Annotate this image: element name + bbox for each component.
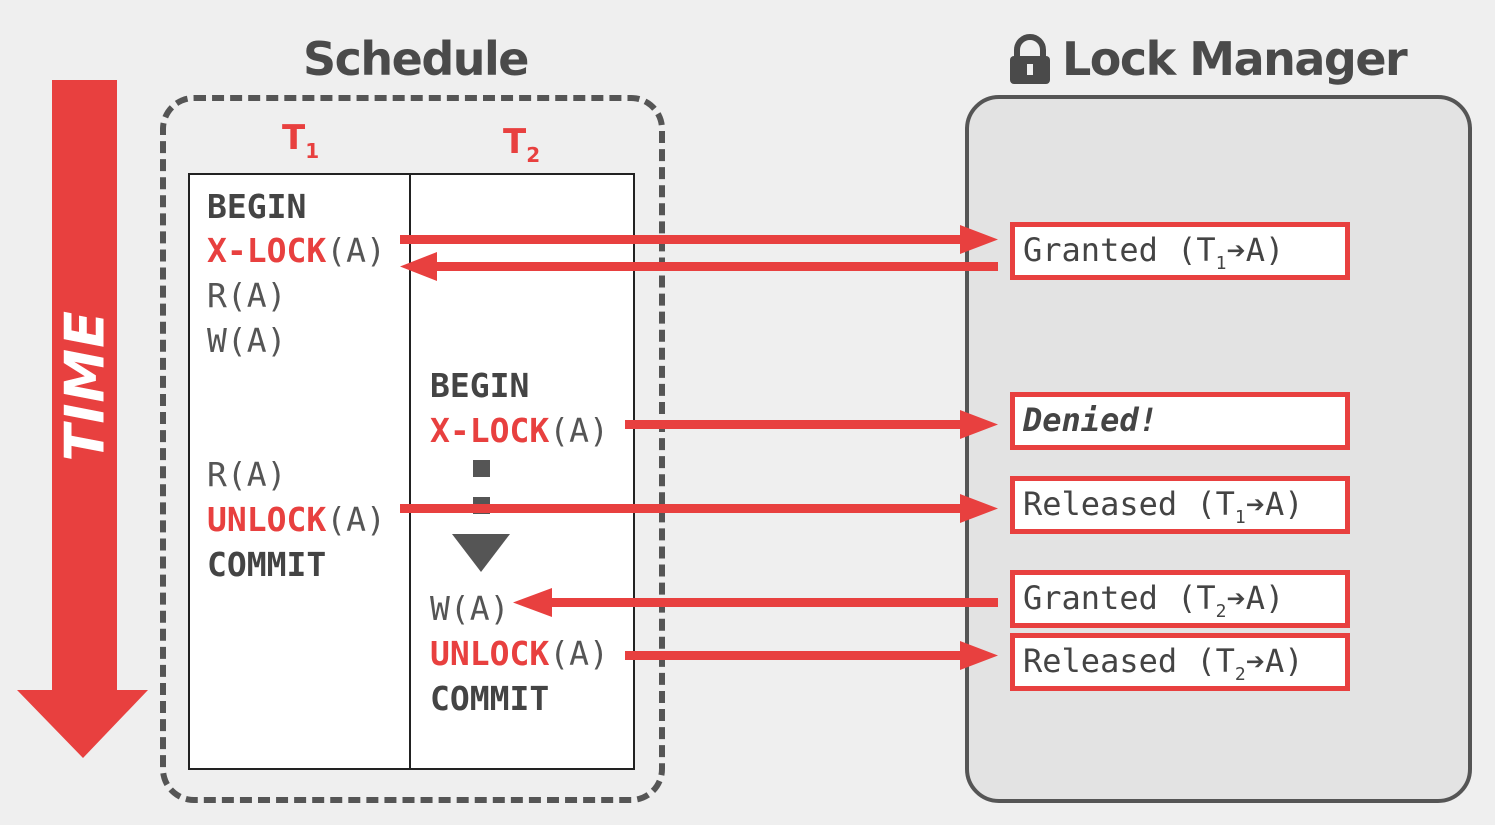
t2-begin: BEGIN — [430, 366, 530, 405]
schedule-title: Schedule — [303, 32, 530, 86]
t2-commit: COMMIT — [430, 679, 550, 718]
lock-msg-released-t2: Released (T2➔A) — [1010, 633, 1350, 691]
lock-msg-released-t1: Released (T1➔A) — [1010, 476, 1350, 534]
lock-manager-title: Lock Manager — [1062, 32, 1408, 86]
t1-commit: COMMIT — [207, 545, 327, 584]
schedule-column-divider — [409, 173, 411, 770]
t1-read-2: R(A) — [207, 455, 287, 494]
time-label: TIME — [53, 309, 117, 462]
arrow-t2-xlock-granted — [513, 588, 998, 617]
arrow-t2-xlock-request — [625, 410, 998, 439]
time-arrow — [17, 80, 148, 758]
t2-xlock: X-LOCK(A) — [430, 411, 609, 450]
t2-unlock: UNLOCK(A) — [430, 634, 609, 673]
t1-unlock: UNLOCK(A) — [207, 500, 386, 539]
t1-begin: BEGIN — [207, 187, 307, 226]
wait-indicator — [452, 460, 510, 572]
lock-icon — [1010, 34, 1050, 84]
schedule-table — [188, 173, 635, 770]
arrow-t1-unlock — [400, 494, 998, 523]
lock-msg-denied: Denied! — [1010, 392, 1350, 450]
t1-xlock: X-LOCK(A) — [207, 231, 386, 270]
schedule-container — [160, 95, 665, 803]
arrow-t1-xlock-granted — [400, 252, 998, 281]
t1-read-1: R(A) — [207, 276, 287, 315]
arrow-t1-xlock-request — [400, 225, 998, 254]
t2-header: T2 — [503, 122, 541, 167]
t1-header: T1 — [282, 118, 320, 163]
t2-write: W(A) — [430, 589, 510, 628]
lock-msg-granted-t1: Granted (T1➔A) — [1010, 222, 1350, 280]
t1-write: W(A) — [207, 321, 287, 360]
arrow-t2-unlock — [625, 641, 998, 670]
lock-msg-granted-t2: Granted (T2➔A) — [1010, 570, 1350, 628]
